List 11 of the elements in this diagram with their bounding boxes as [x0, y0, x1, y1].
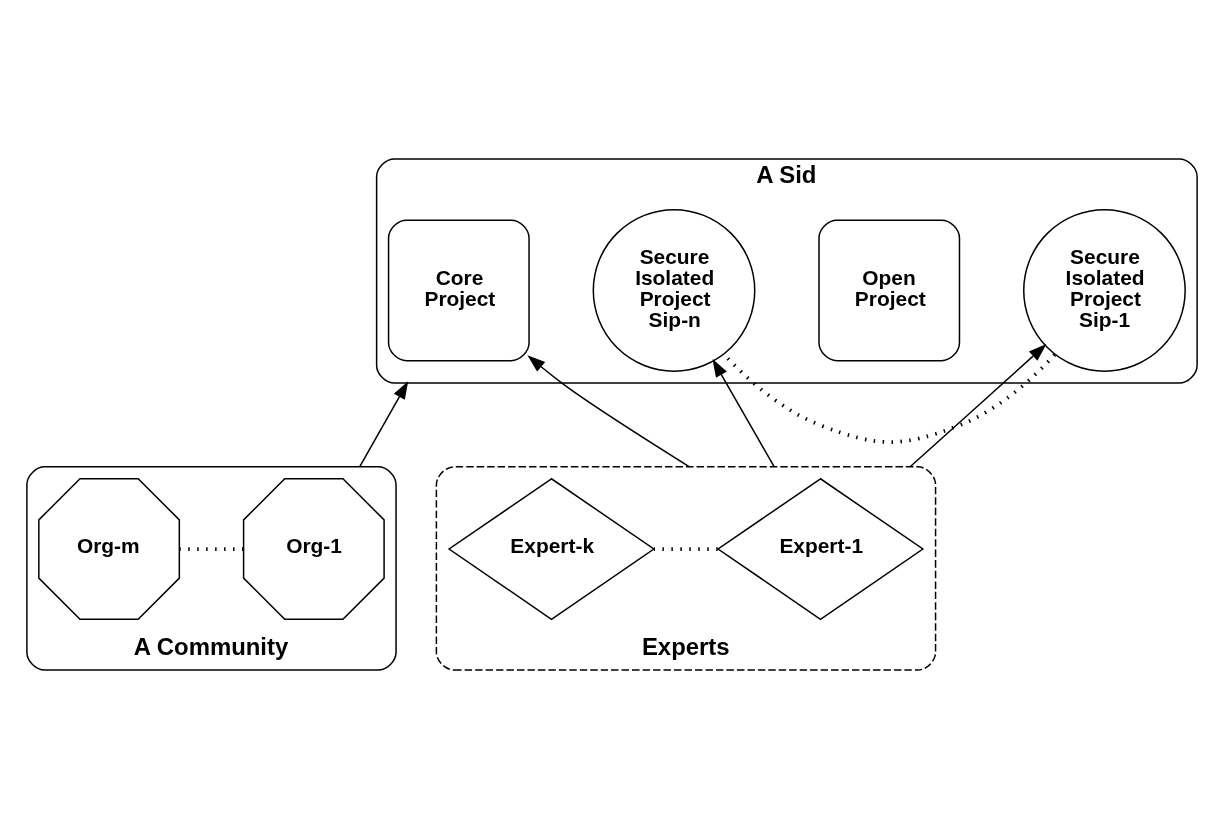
- node-box: Core Project: [387, 219, 530, 362]
- arrow: [527, 355, 691, 468]
- node-box: Open Project: [818, 219, 961, 362]
- node-circle: Secure Isolated Project Sip-n: [592, 209, 756, 372]
- arrow: [358, 381, 409, 468]
- arrow: [712, 359, 775, 468]
- connector: [653, 547, 718, 551]
- node-circle: Secure Isolated Project Sip-1: [1023, 209, 1186, 372]
- node-diamond: Expert-1: [716, 477, 925, 621]
- arrow: [909, 344, 1047, 468]
- node-diamond: Expert-k: [447, 477, 656, 621]
